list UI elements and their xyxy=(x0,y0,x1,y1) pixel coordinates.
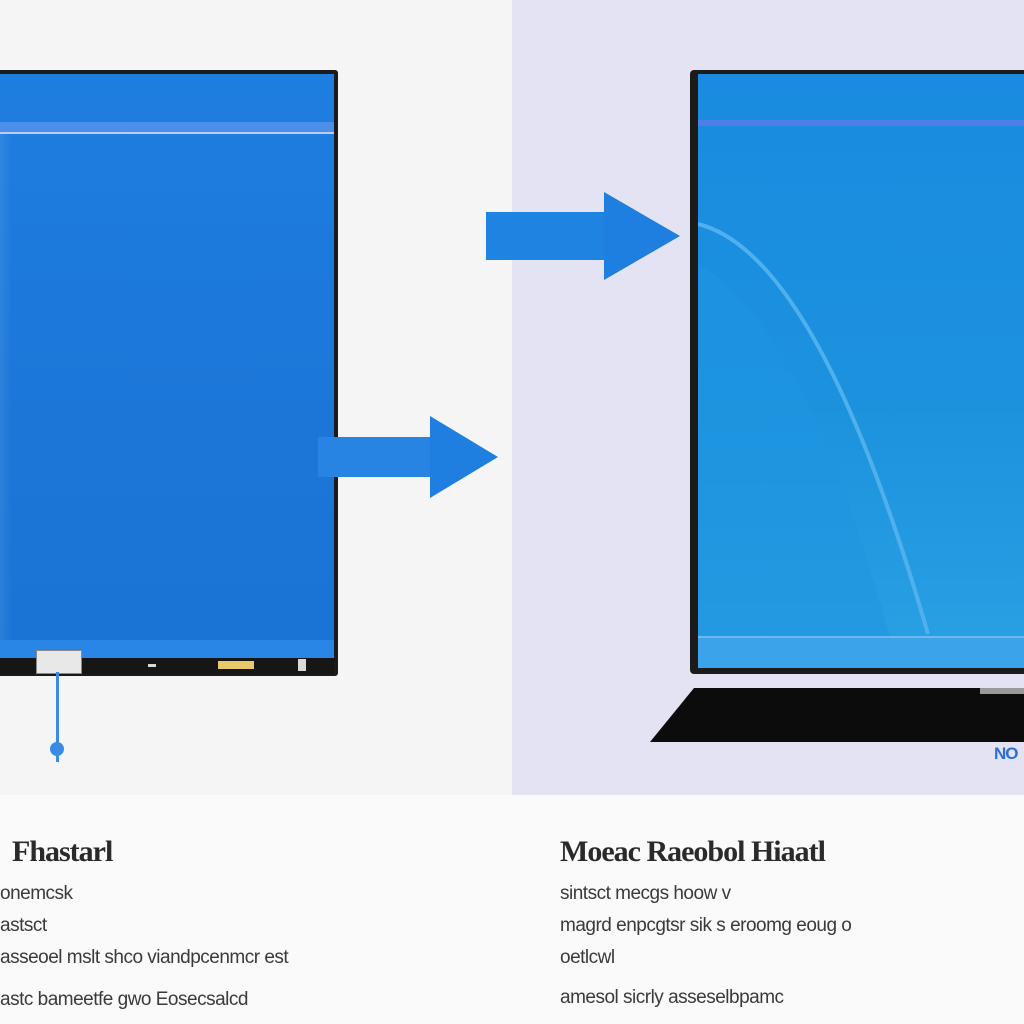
cable-end-dot xyxy=(50,742,64,756)
left-window-titlebar xyxy=(0,122,334,134)
right-caption: Moeac Raeobol Hiaatl sintsct mecgs hoow … xyxy=(560,835,1000,1019)
right-monitor-screen xyxy=(698,74,1024,668)
right-caption-line: oetlcwl xyxy=(560,947,615,968)
right-window-titlebar xyxy=(698,120,1024,126)
cable-port xyxy=(36,650,82,674)
arrow-right-icon xyxy=(318,416,498,498)
arrow-right-icon xyxy=(486,192,680,280)
left-caption-heading: Fhastarl xyxy=(12,835,113,868)
left-taskbar xyxy=(0,658,334,674)
taskbar-tray-icon xyxy=(298,659,306,671)
screen-wallpaper-curve xyxy=(698,222,930,668)
taskbar-icon xyxy=(148,664,156,667)
left-caption-line: asseoel mslt shco viandpcenmcr est xyxy=(0,947,289,968)
left-caption-line: onemcsk xyxy=(0,883,73,904)
left-monitor-screen xyxy=(0,74,334,660)
left-monitor xyxy=(0,70,338,676)
left-caption-line: astc bameetfe gwo Eosecsalcd xyxy=(0,989,248,1010)
cable-line xyxy=(56,672,59,762)
monitor-brand-label: NO xyxy=(994,744,1018,763)
right-caption-line: magrd enpcgtsr sik s eroomg eoug o xyxy=(560,915,852,936)
left-caption: Fhastarl onemcsk astsct asseoel mslt shc… xyxy=(0,835,480,1021)
right-caption-line: amesol sicrly asseselbpamc xyxy=(560,987,784,1008)
monitor-stand xyxy=(650,688,1024,742)
taskbar-button xyxy=(218,661,254,669)
left-caption-line: astsct xyxy=(0,915,47,936)
right-screen-bottom-band xyxy=(698,636,1024,668)
left-screen-sheen xyxy=(0,134,12,654)
right-caption-heading: Moeac Raeobol Hiaatl xyxy=(560,835,826,868)
right-caption-line: sintsct mecgs hoow v xyxy=(560,883,731,904)
caption-area xyxy=(0,795,1024,1024)
right-monitor xyxy=(690,70,1024,674)
left-screen-bottom-band xyxy=(0,640,334,660)
